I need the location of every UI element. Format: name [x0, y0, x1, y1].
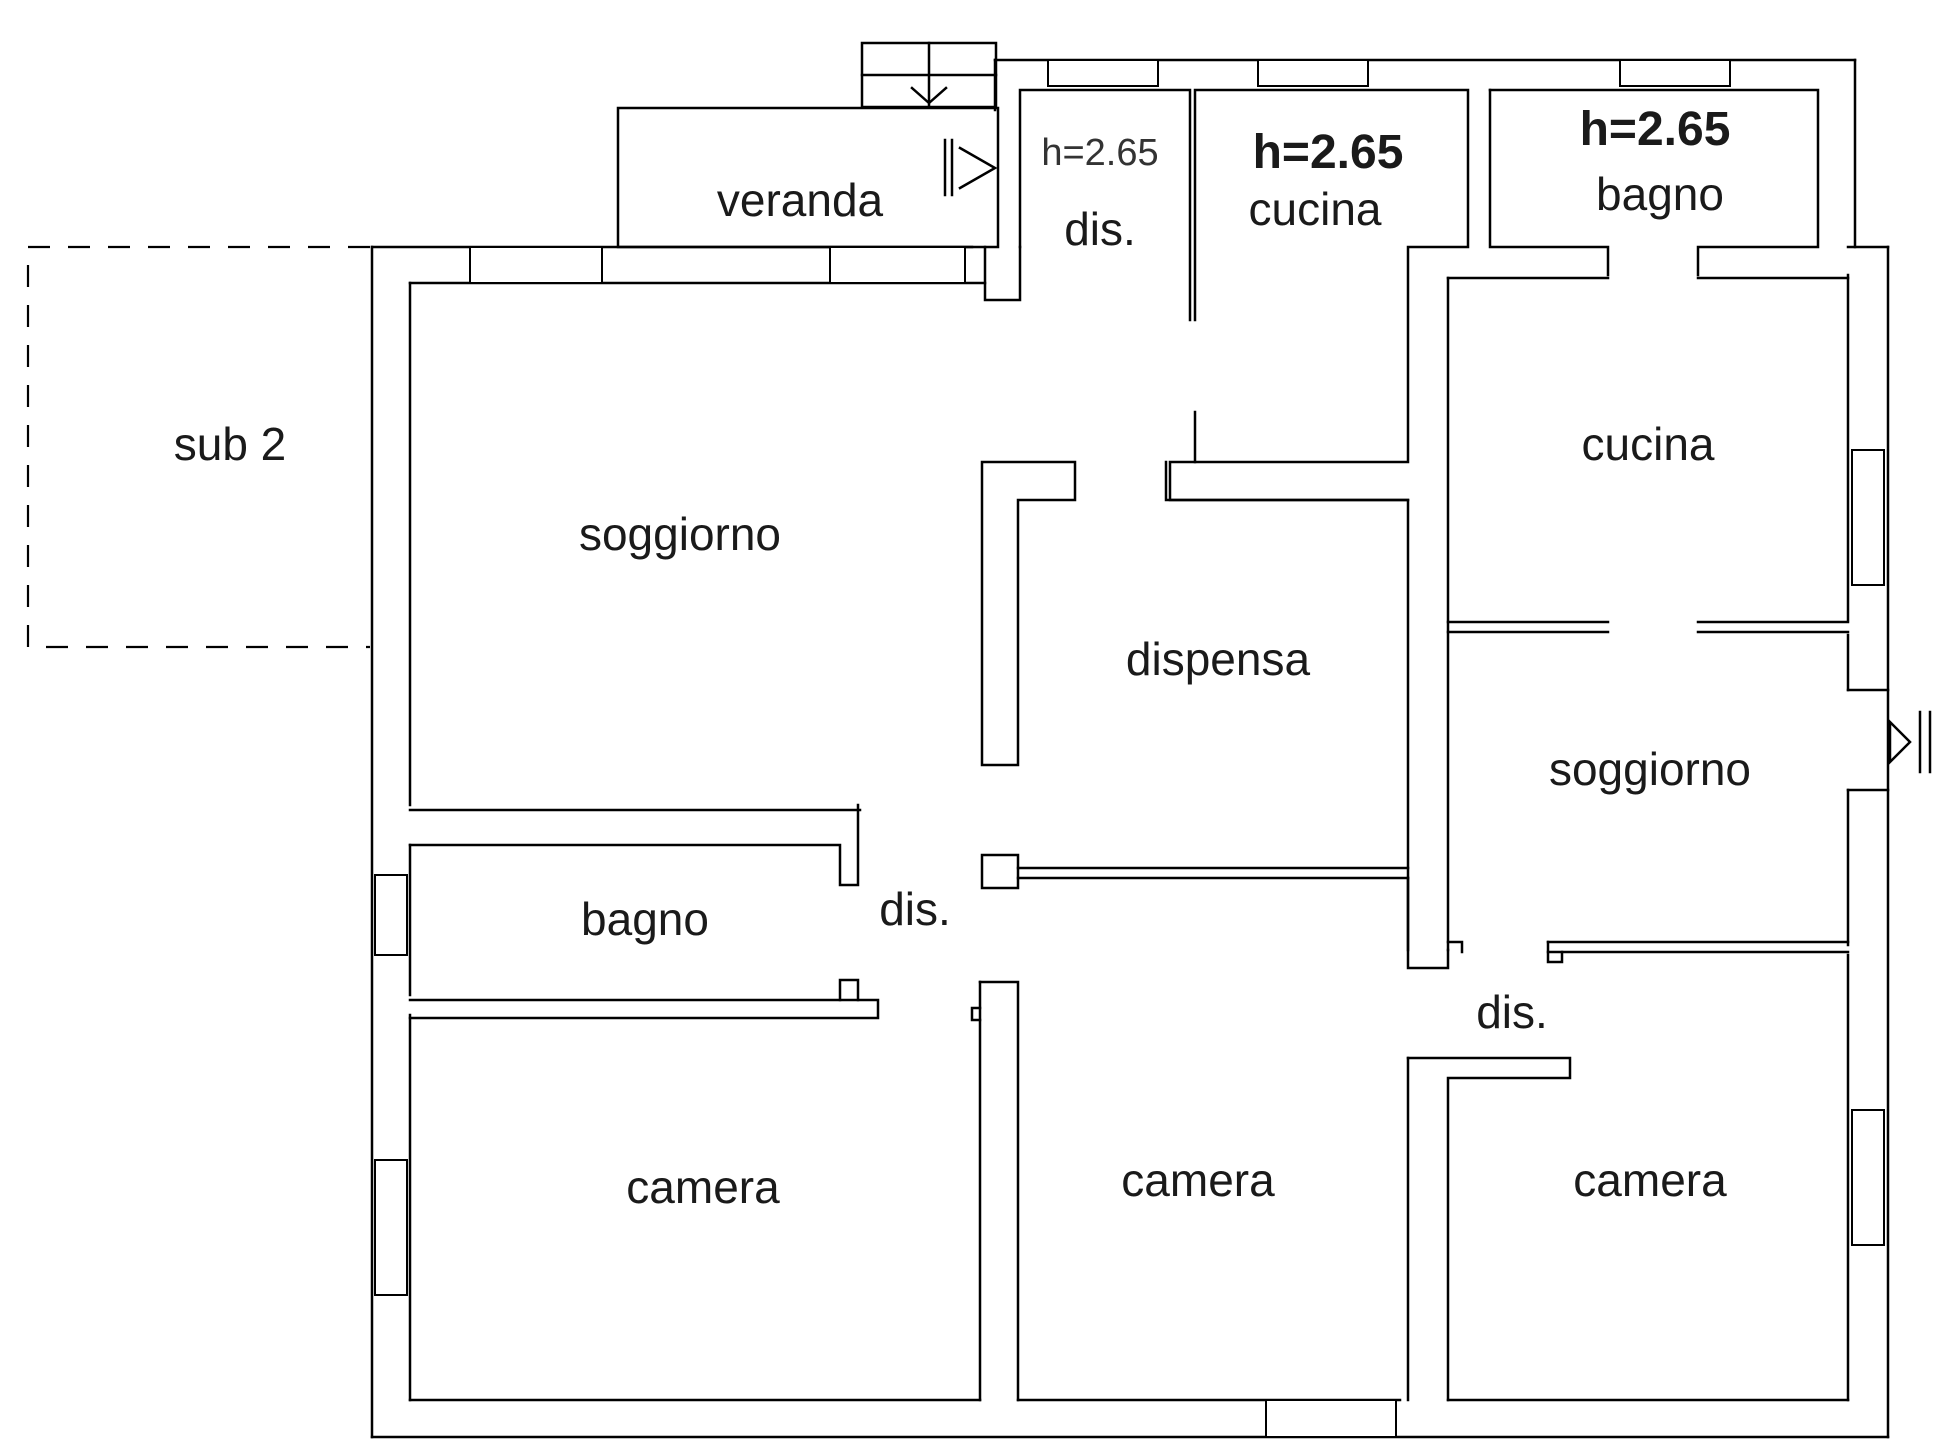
sub2-boundary — [26, 245, 370, 649]
label-camera-center: camera — [1121, 1154, 1275, 1206]
label-cucina-right: cucina — [1582, 418, 1715, 470]
label-h-cucina-top: h=2.65 — [1253, 126, 1404, 179]
interior-walls — [408, 138, 1932, 1402]
label-camera-right: camera — [1573, 1154, 1727, 1206]
label-veranda: veranda — [717, 174, 884, 226]
label-h-dis: h=2.65 — [1041, 132, 1158, 174]
label-dis-right: dis. — [1476, 986, 1548, 1038]
top-windows — [374, 59, 1885, 1438]
label-dis-center: dis. — [879, 883, 951, 935]
label-h-bagno-top: h=2.65 — [1580, 103, 1731, 156]
label-sub2: sub 2 — [174, 418, 287, 470]
label-bagno-left: bagno — [581, 893, 709, 945]
label-bagno-top: bagno — [1596, 168, 1724, 220]
label-dis-top: dis. — [1064, 203, 1136, 255]
label-dispensa: dispensa — [1126, 633, 1311, 685]
label-camera-left: camera — [626, 1161, 780, 1213]
label-soggiorno-right: soggiorno — [1549, 743, 1751, 795]
room-labels: sub 2 veranda h=2.65 dis. h=2.65 cucina … — [174, 103, 1751, 1213]
label-soggiorno-left: soggiorno — [579, 508, 781, 560]
label-cucina-top: cucina — [1249, 183, 1382, 235]
